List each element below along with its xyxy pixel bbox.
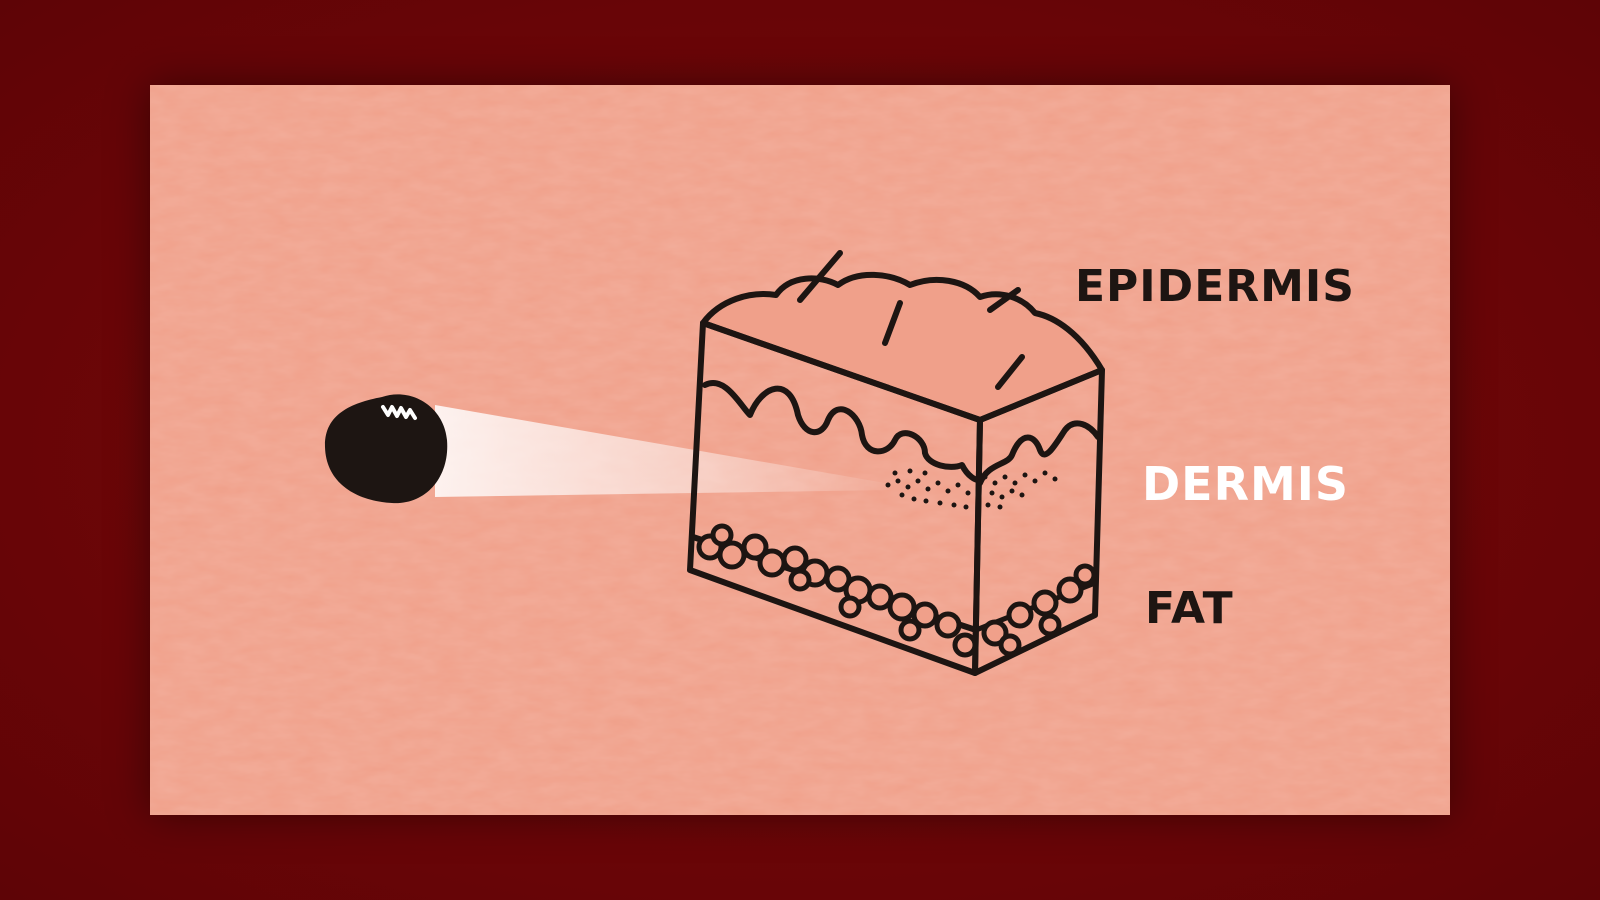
label-fat: FAT [1145, 583, 1234, 634]
pigment-dots [885, 468, 1058, 510]
dark-particle-icon [324, 394, 448, 504]
label-dermis: DERMIS [1142, 457, 1350, 511]
diagram-panel: EPIDERMIS DERMIS FAT [150, 85, 1450, 815]
label-epidermis: EPIDERMIS [1075, 261, 1355, 312]
skin-diagram [150, 85, 1450, 815]
fat-cells [696, 523, 1097, 658]
light-beam [435, 405, 890, 497]
